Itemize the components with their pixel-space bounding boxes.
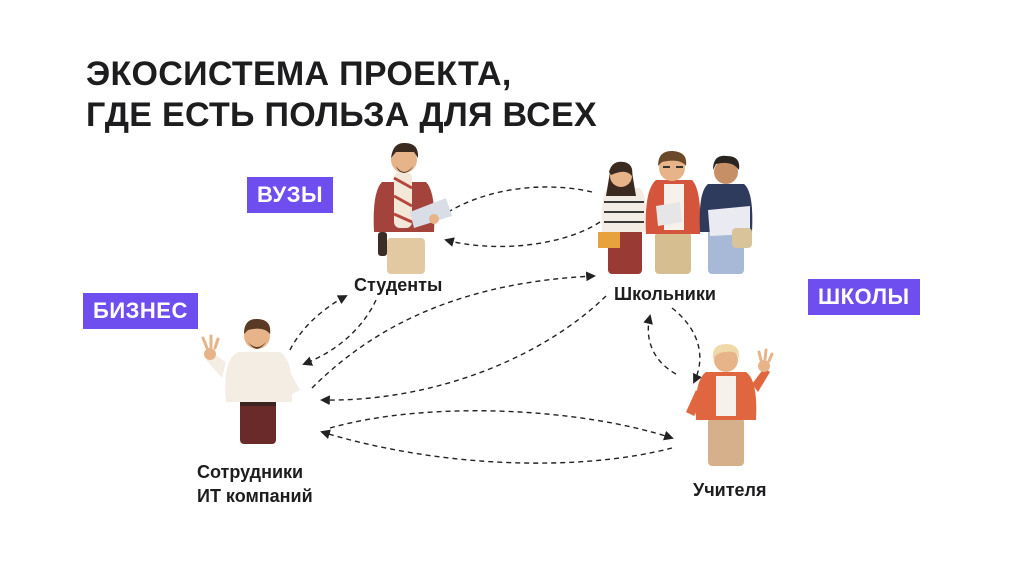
arrow-teachers-to-schoolchildren: [643, 314, 677, 375]
slide-title-line-1: ЭКОСИСТЕМА ПРОЕКТА,: [86, 55, 512, 93]
arrow-teachers-to-employees: [320, 429, 673, 464]
arrow-schoolchildren-to-teachers: [671, 307, 702, 384]
arrow-employees-to-teachers: [329, 410, 674, 441]
arrow-students-to-employees: [302, 299, 377, 366]
tag-business: БИЗНЕС: [83, 293, 198, 329]
teacher-illustration: [686, 344, 774, 466]
arrow-employees-to-schoolchildren: [311, 271, 596, 389]
node-label-employees-line-2: ИТ компаний: [197, 486, 313, 506]
arrow-schoolchildren-to-students-top: [440, 186, 593, 218]
node-label-teachers: Учителя: [693, 480, 767, 500]
student-illustration: [373, 142, 452, 274]
node-label-students: Студенты: [354, 275, 443, 295]
schoolchildren-illustration: [598, 150, 753, 274]
arrow-schoolchildren-to-students-bottom: [444, 221, 601, 248]
node-label-employees-line-1: Сотрудники: [197, 462, 304, 482]
tag-schools: ШКОЛЫ: [808, 279, 920, 315]
tag-universities: ВУЗЫ: [247, 177, 334, 213]
arrow-schoolchildren-to-employees: [320, 295, 607, 406]
slide-title-line-2: ГДЕ ЕСТЬ ПОЛЬЗА ДЛЯ ВСЕХ: [86, 96, 597, 134]
node-label-schoolchildren: Школьники: [614, 284, 716, 304]
arrow-employees-to-students: [289, 295, 348, 351]
employee-illustration: [201, 318, 300, 444]
